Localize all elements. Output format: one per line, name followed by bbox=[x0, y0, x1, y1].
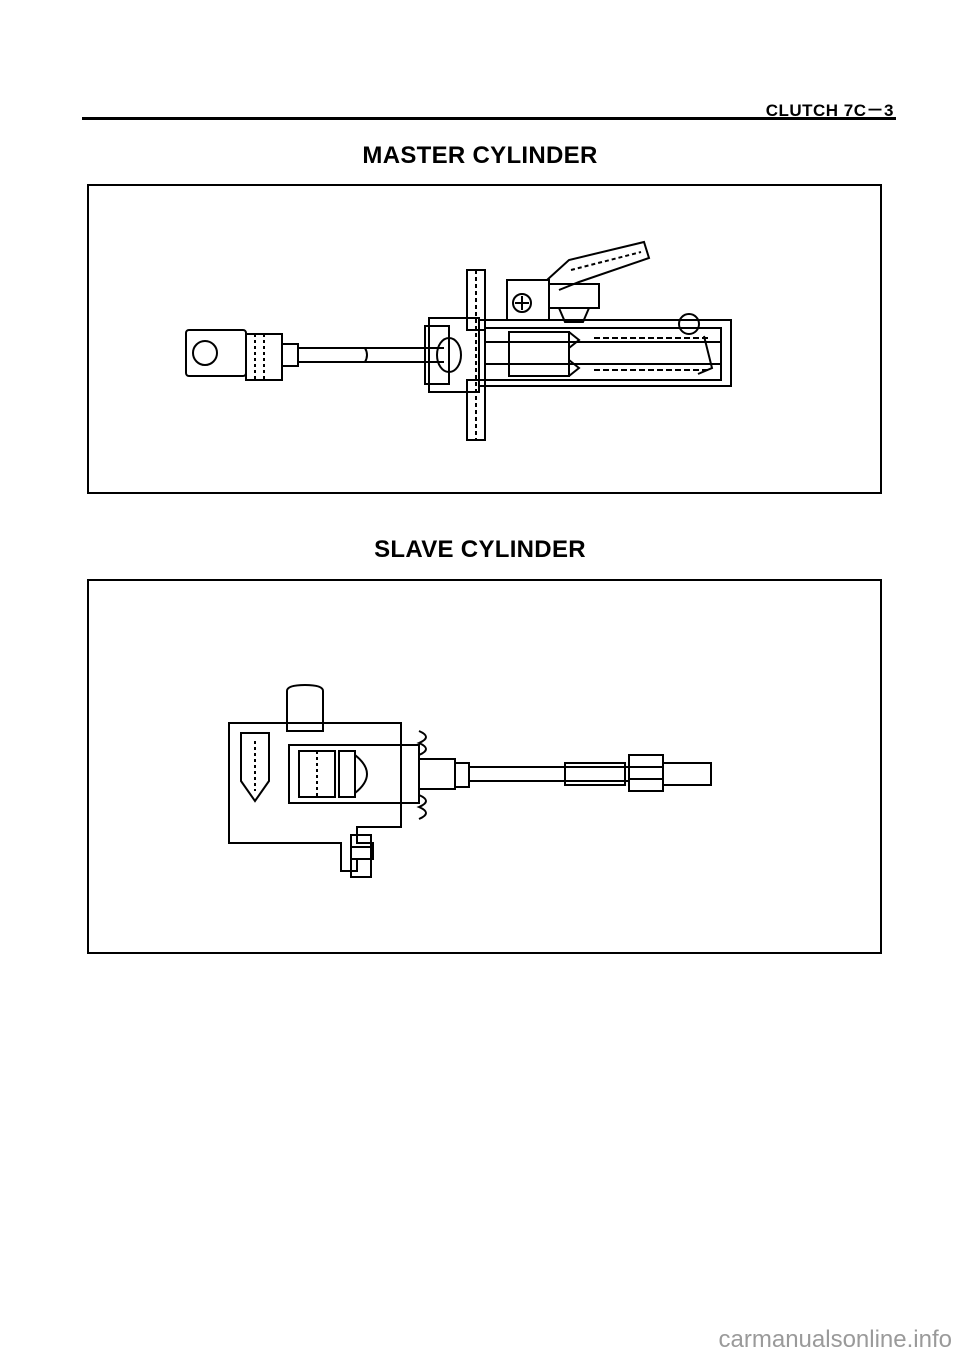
slave-cylinder-title: SLAVE CYLINDER bbox=[374, 536, 586, 563]
slave-cylinder-figure-frame bbox=[87, 579, 882, 954]
watermark: carmanualsonline.info bbox=[718, 1326, 952, 1353]
master-cylinder-figure-frame bbox=[87, 184, 882, 494]
master-cylinder-icon bbox=[185, 240, 732, 441]
page-header: CLUTCH 7C－3 bbox=[765, 101, 894, 120]
slave-cylinder-icon bbox=[228, 683, 712, 878]
master-cylinder-title: MASTER CYLINDER bbox=[362, 142, 598, 169]
header-rule bbox=[82, 117, 896, 120]
